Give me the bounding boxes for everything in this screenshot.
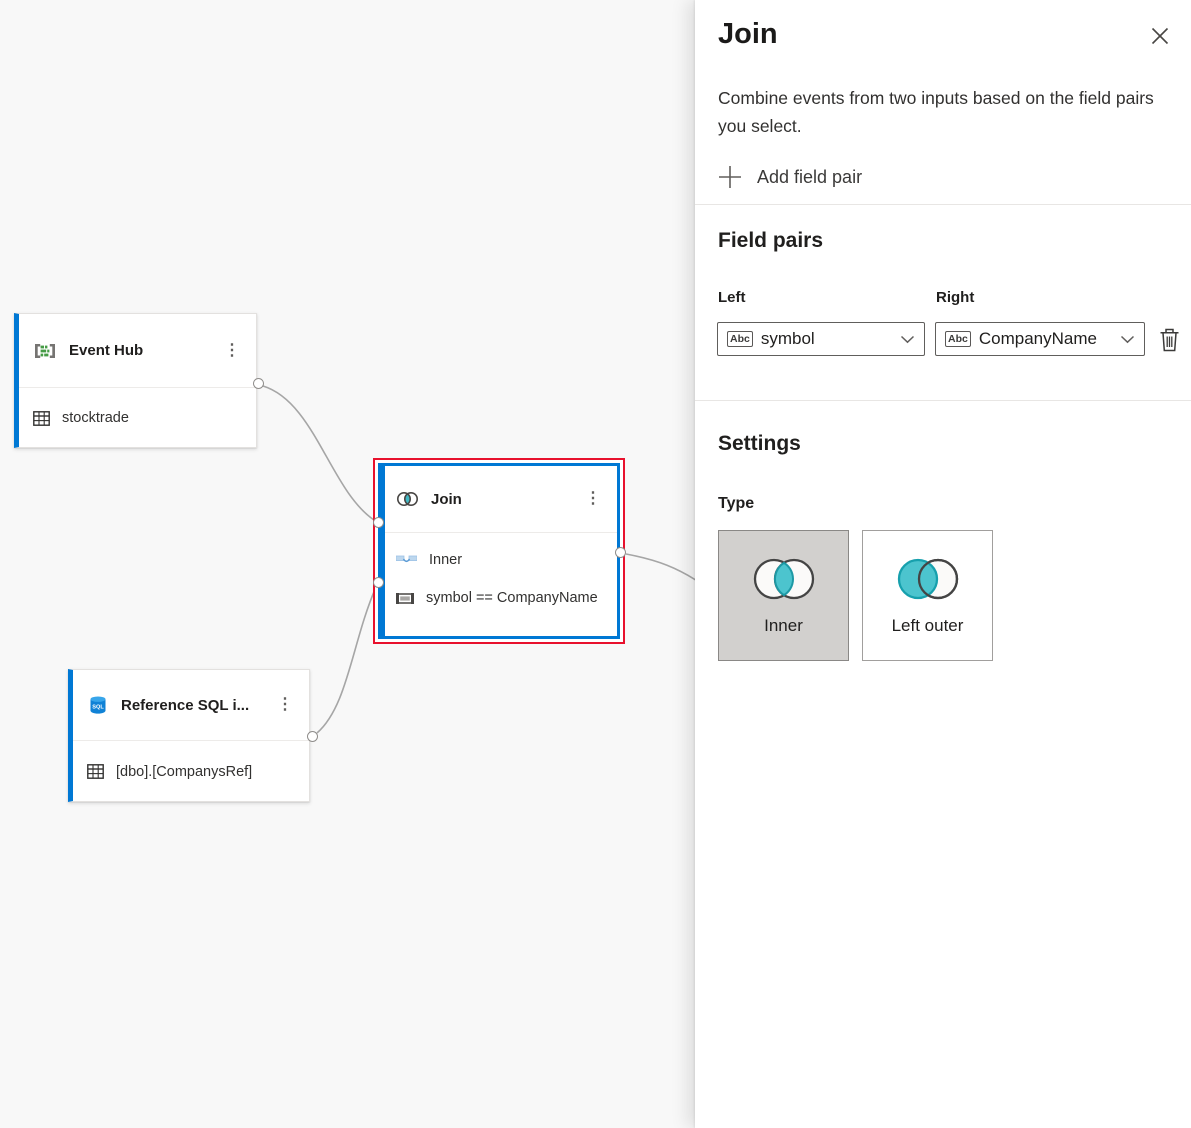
table-icon bbox=[87, 764, 104, 779]
node-title: Join bbox=[431, 490, 462, 508]
node-join-selection-outline: Join ⋮ Inner bbox=[373, 458, 625, 644]
svg-text:SQL: SQL bbox=[92, 705, 104, 711]
add-field-pair-button[interactable]: Add field pair bbox=[718, 165, 862, 189]
divider bbox=[695, 204, 1191, 205]
left-field-value: symbol bbox=[760, 329, 815, 348]
left-outer-join-venn-icon bbox=[895, 556, 961, 602]
node-table-row: stocktrade bbox=[19, 388, 256, 448]
more-options-icon[interactable]: ⋮ bbox=[277, 696, 293, 713]
panel-description: Combine events from two inputs based on … bbox=[718, 88, 1154, 136]
join-config-panel: Join Combine events from two inputs base… bbox=[695, 0, 1191, 1128]
add-field-pair-label: Add field pair bbox=[757, 166, 863, 187]
table-icon bbox=[33, 410, 50, 426]
divider bbox=[385, 532, 617, 533]
plus-icon bbox=[718, 165, 742, 189]
divider bbox=[695, 400, 1191, 401]
event-hub-icon bbox=[33, 339, 57, 363]
field-pairs-heading: Field pairs bbox=[718, 229, 824, 252]
chevron-down-icon bbox=[900, 335, 915, 344]
inner-join-icon bbox=[396, 554, 417, 566]
join-type-label: Left outer bbox=[891, 615, 964, 635]
left-field-label: Left bbox=[718, 289, 746, 306]
node-table-name: [dbo].[CompanysRef] bbox=[116, 763, 253, 780]
node-title: Event Hub bbox=[69, 342, 144, 359]
join-type-option-left-outer[interactable]: Left outer bbox=[862, 530, 993, 661]
sql-database-icon: SQL bbox=[87, 694, 109, 716]
join-type-label: Inner bbox=[764, 615, 803, 635]
join-condition-text: symbol == CompanyName bbox=[426, 590, 598, 606]
divider bbox=[19, 387, 256, 388]
close-icon bbox=[1150, 26, 1170, 46]
join-venn-icon bbox=[396, 491, 419, 507]
join-type-row: Inner bbox=[396, 549, 607, 571]
right-field-value: CompanyName bbox=[978, 329, 1097, 348]
node-reference-sql[interactable]: SQL Reference SQL i... ⋮ [dbo] bbox=[68, 669, 310, 802]
port-eventhub-output[interactable] bbox=[253, 378, 264, 389]
delete-field-pair-button[interactable] bbox=[1155, 326, 1183, 354]
join-type-option-inner[interactable]: Inner bbox=[718, 530, 849, 661]
edge-refsql-to-join bbox=[316, 586, 377, 734]
chevron-down-icon bbox=[1120, 335, 1135, 344]
more-options-icon[interactable]: ⋮ bbox=[585, 490, 601, 507]
connector-edges bbox=[262, 385, 695, 734]
more-options-icon[interactable]: ⋮ bbox=[224, 341, 240, 359]
settings-heading: Settings bbox=[718, 432, 801, 455]
inner-join-venn-icon bbox=[751, 556, 817, 602]
node-event-hub[interactable]: Event Hub ⋮ stocktrade bbox=[14, 313, 257, 448]
port-join-output[interactable] bbox=[615, 547, 626, 558]
join-type-text: Inner bbox=[429, 552, 463, 568]
right-field-label: Right bbox=[936, 289, 975, 306]
close-panel-button[interactable] bbox=[1148, 24, 1172, 48]
join-condition-row: symbol == CompanyName bbox=[396, 587, 607, 609]
port-join-input-bottom[interactable] bbox=[373, 577, 384, 588]
edge-join-output bbox=[625, 553, 695, 581]
node-table-row: [dbo].[CompanysRef] bbox=[73, 741, 309, 802]
node-title: Reference SQL i... bbox=[121, 696, 250, 714]
port-refsql-output[interactable] bbox=[307, 731, 318, 742]
text-type-icon: Abc bbox=[727, 331, 753, 347]
field-pair-icon bbox=[396, 592, 414, 604]
text-type-icon: Abc bbox=[945, 331, 971, 347]
right-field-dropdown[interactable]: Abc CompanyName bbox=[935, 322, 1145, 356]
port-join-input-top[interactable] bbox=[373, 517, 384, 528]
diagram-canvas[interactable]: Event Hub ⋮ stocktrade bbox=[0, 0, 695, 1128]
join-type-options: Inner Left outer bbox=[718, 530, 993, 661]
edge-eventhub-to-join bbox=[262, 385, 375, 521]
left-field-dropdown[interactable]: Abc symbol bbox=[717, 322, 925, 356]
node-table-name: stocktrade bbox=[62, 410, 129, 426]
divider bbox=[73, 740, 309, 741]
panel-title: Join bbox=[718, 18, 778, 50]
trash-icon bbox=[1158, 327, 1181, 353]
node-join[interactable]: Join ⋮ Inner bbox=[378, 463, 620, 639]
type-label: Type bbox=[718, 495, 755, 512]
